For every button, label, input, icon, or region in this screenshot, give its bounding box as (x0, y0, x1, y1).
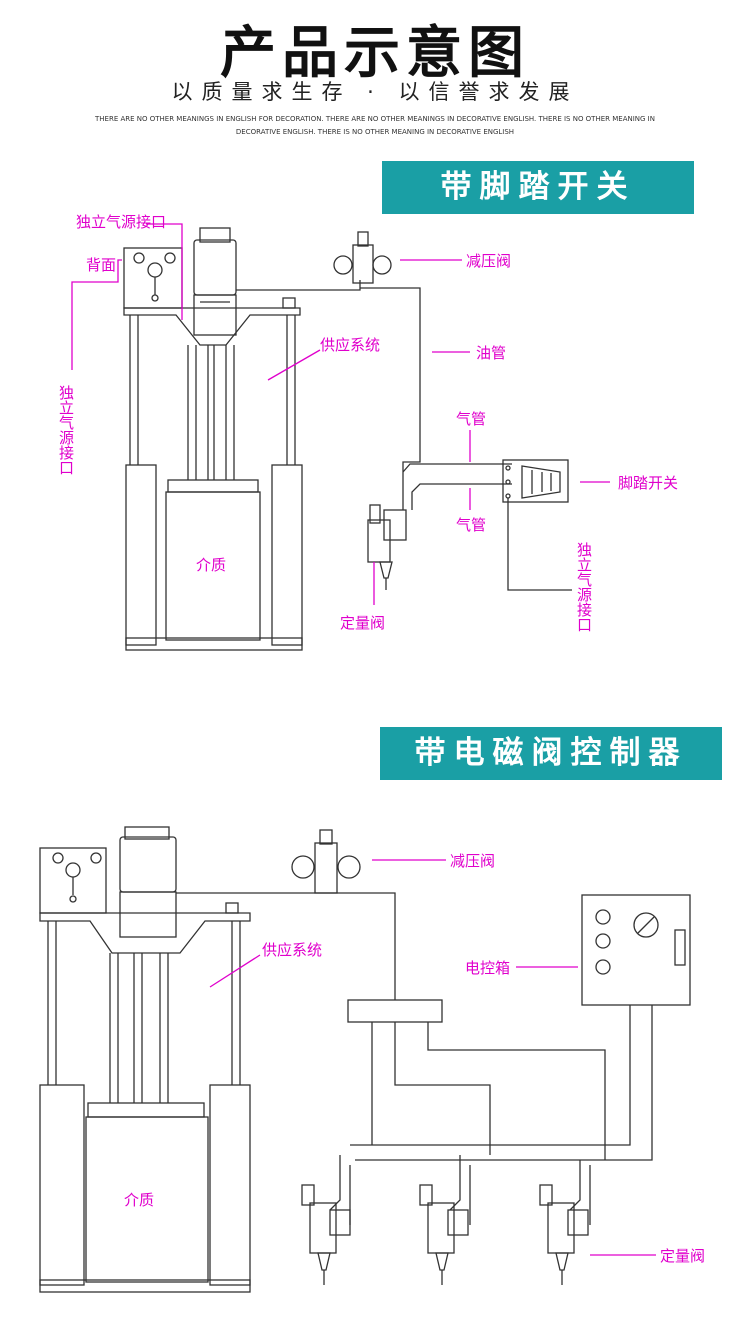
banner-solenoid-controller: 带电磁阀控制器 (380, 727, 722, 780)
foot-switch (502, 459, 569, 503)
label-control-box: 电控箱 (465, 959, 510, 977)
label-air-inlet-top: 独立气源接口 (76, 213, 166, 231)
label-metering-valve: 定量阀 (340, 614, 385, 632)
back-plate (123, 247, 183, 309)
pressure-reducing-valve (352, 244, 374, 284)
label-medium: 介质 (196, 556, 226, 574)
label-air-inlet-right: 独立气源接口 (575, 542, 593, 632)
label-pressure-valve: 减压阀 (466, 252, 511, 270)
label-foot-switch: 脚踏开关 (618, 474, 678, 492)
label-supply-system: 供应系统 (320, 336, 380, 354)
label-air-pipe-bottom: 气管 (456, 516, 486, 534)
banner-foot-switch: 带脚踏开关 (382, 161, 694, 214)
label-supply-system-2: 供应系统 (262, 941, 322, 959)
foot-switch-diagram: 独立气源接口 背面 独立气源接口 供应系统 介质 减压阀 油管 气管 气管 脚踏… (57, 213, 678, 651)
label-air-pipe-top: 气管 (456, 410, 486, 428)
label-medium-2: 介质 (124, 1191, 154, 1209)
label-pressure-valve-2: 减压阀 (450, 852, 495, 870)
page-title: 产品示意图 (220, 20, 530, 86)
label-metering-valve-2: 定量阀 (660, 1247, 705, 1265)
slogan: 以质量求生存 · 以信誉求发展 (171, 80, 579, 104)
label-oil-pipe: 油管 (476, 344, 506, 362)
label-back: 背面 (86, 256, 116, 274)
metering-valve-1 (301, 1184, 351, 1285)
manifold (347, 999, 443, 1023)
metering-valve-2 (419, 1184, 469, 1285)
metering-valve-3 (539, 1184, 589, 1285)
solenoid-diagram: 减压阀 供应系统 电控箱 介质 定量阀 (39, 826, 705, 1293)
control-box (581, 894, 691, 1006)
metering-valve (367, 519, 391, 563)
decorative-english-text: THERE ARE NO OTHER MEANINGS IN ENGLISH F… (95, 115, 655, 136)
label-air-inlet-left: 独立气源接口 (57, 385, 75, 475)
medium-bucket (165, 491, 261, 641)
cylinder (193, 239, 237, 296)
